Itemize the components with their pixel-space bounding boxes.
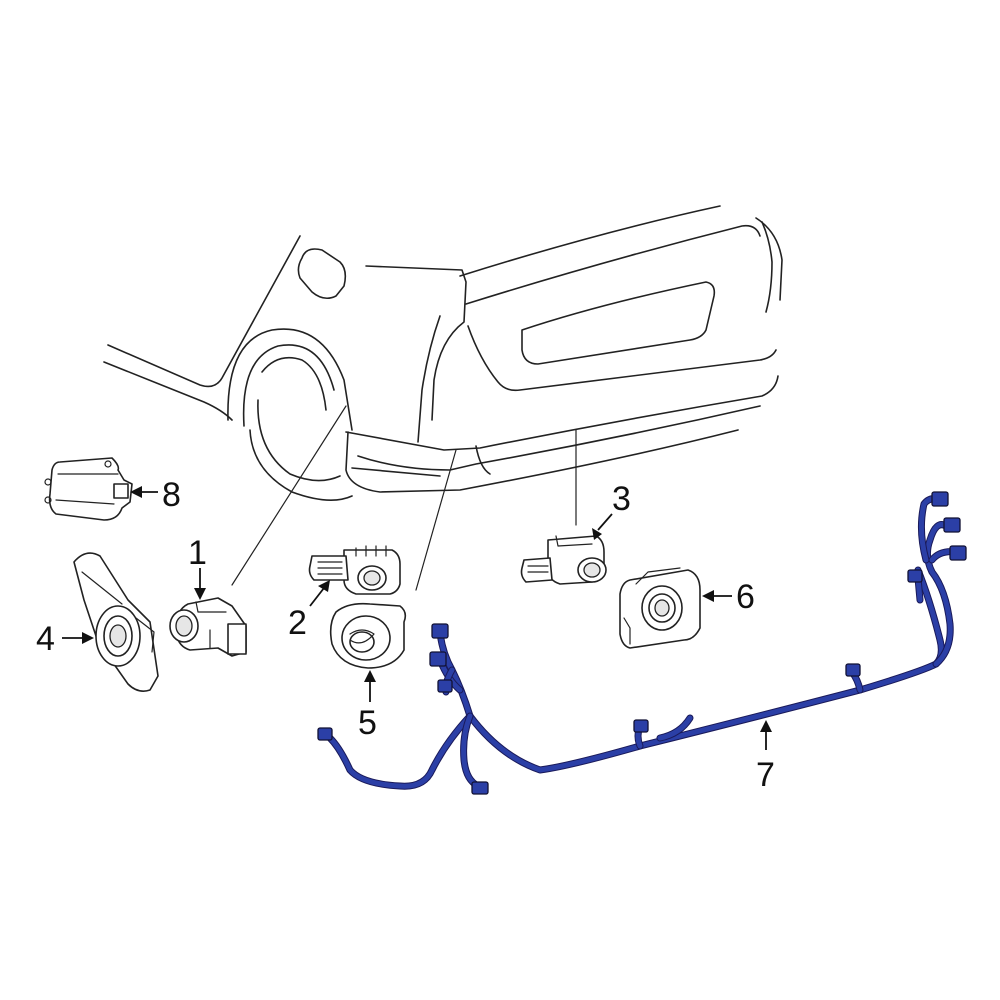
part-4-sensor-bracket <box>73 552 159 692</box>
callout-8: 8 <box>130 476 181 514</box>
callout-7-label: 7 <box>756 756 775 794</box>
callout-5-label: 5 <box>358 704 377 742</box>
part-5-sensor-bezel <box>329 602 407 669</box>
callout-1-label: 1 <box>188 534 207 572</box>
connector <box>317 727 333 741</box>
connector <box>931 491 949 507</box>
part-1-park-sensor <box>169 597 247 657</box>
callout-1: 1 <box>188 534 207 600</box>
callout-4-label: 4 <box>36 620 55 658</box>
callout-2: 2 <box>288 580 330 642</box>
part-7-wiring-harness <box>317 491 967 795</box>
part-6-sensor-retainer <box>619 567 701 649</box>
connector <box>949 545 967 561</box>
part-2-park-sensor <box>308 545 401 595</box>
connector <box>437 679 453 693</box>
connector <box>633 719 649 733</box>
connector <box>429 651 447 667</box>
callout-8-label: 8 <box>162 476 181 514</box>
part-8-control-module <box>44 457 133 521</box>
callout-6: 6 <box>702 578 755 616</box>
callout-5: 5 <box>358 670 377 742</box>
callout-3: 3 <box>592 480 631 540</box>
callout-4: 4 <box>36 620 94 658</box>
callout-3-label: 3 <box>612 480 631 518</box>
callout-6-label: 6 <box>736 578 755 616</box>
leader-lines <box>231 405 577 591</box>
callout-7: 7 <box>756 720 775 794</box>
part-3-park-sensor <box>520 535 607 585</box>
connector <box>431 623 449 639</box>
connector <box>943 517 961 533</box>
connector <box>907 569 923 583</box>
connector <box>471 781 489 795</box>
callout-2-label: 2 <box>288 604 307 642</box>
connector <box>845 663 861 677</box>
vehicle-rear-outline <box>103 205 783 501</box>
